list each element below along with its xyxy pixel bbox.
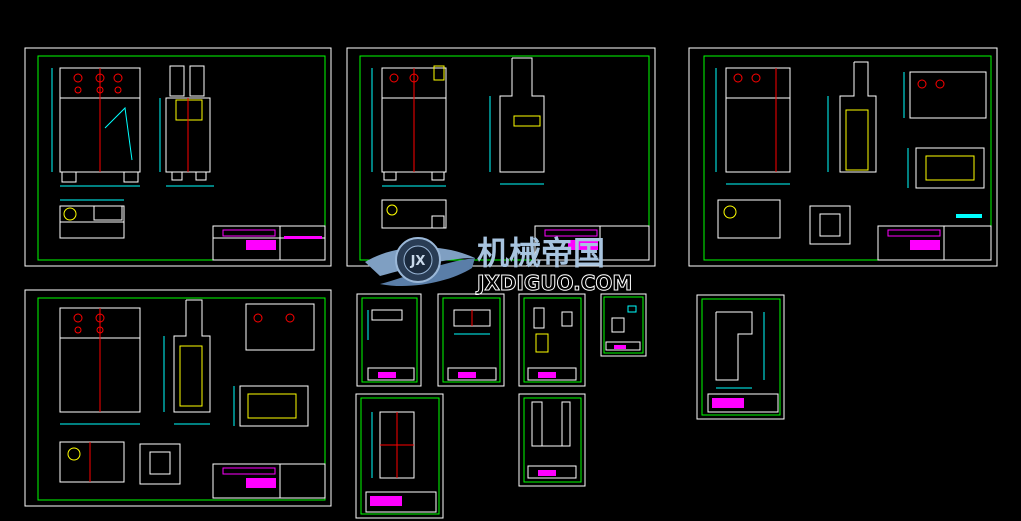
front-view (371, 65, 447, 187)
watermark-emblem: JX (365, 237, 475, 287)
watermark-title-cn: 机械帝国 (477, 234, 605, 272)
title-block (212, 225, 326, 261)
drawing-sheet (437, 293, 505, 387)
drawing-sheet (24, 47, 332, 267)
top-view (59, 441, 181, 485)
plan-view (233, 303, 315, 427)
drawing-sheet (518, 293, 586, 387)
watermark-emblem-text: JX (410, 254, 426, 269)
drawing-sheet (346, 47, 656, 267)
drawing-sheet (355, 393, 444, 519)
drawing-sheet (696, 294, 785, 420)
top-view (59, 199, 125, 239)
title-block (534, 225, 650, 261)
drawing-sheet (688, 47, 998, 267)
drawing-sheet (518, 393, 586, 487)
side-view (163, 299, 211, 425)
top-view (717, 199, 851, 245)
top-view (381, 199, 447, 229)
drawing-sheet (24, 289, 332, 507)
plan-view (903, 71, 987, 218)
drawing-sheet (356, 293, 422, 387)
side-view (827, 61, 877, 173)
title-block (212, 463, 326, 499)
front-view (715, 67, 791, 185)
side-view (489, 57, 545, 185)
drawing-sheet (600, 293, 647, 357)
front-view (59, 307, 141, 425)
watermark-title-en: JXDIGUO.COM (475, 271, 632, 295)
front-view (51, 67, 141, 187)
side-view (159, 65, 214, 187)
title-block (877, 225, 992, 261)
